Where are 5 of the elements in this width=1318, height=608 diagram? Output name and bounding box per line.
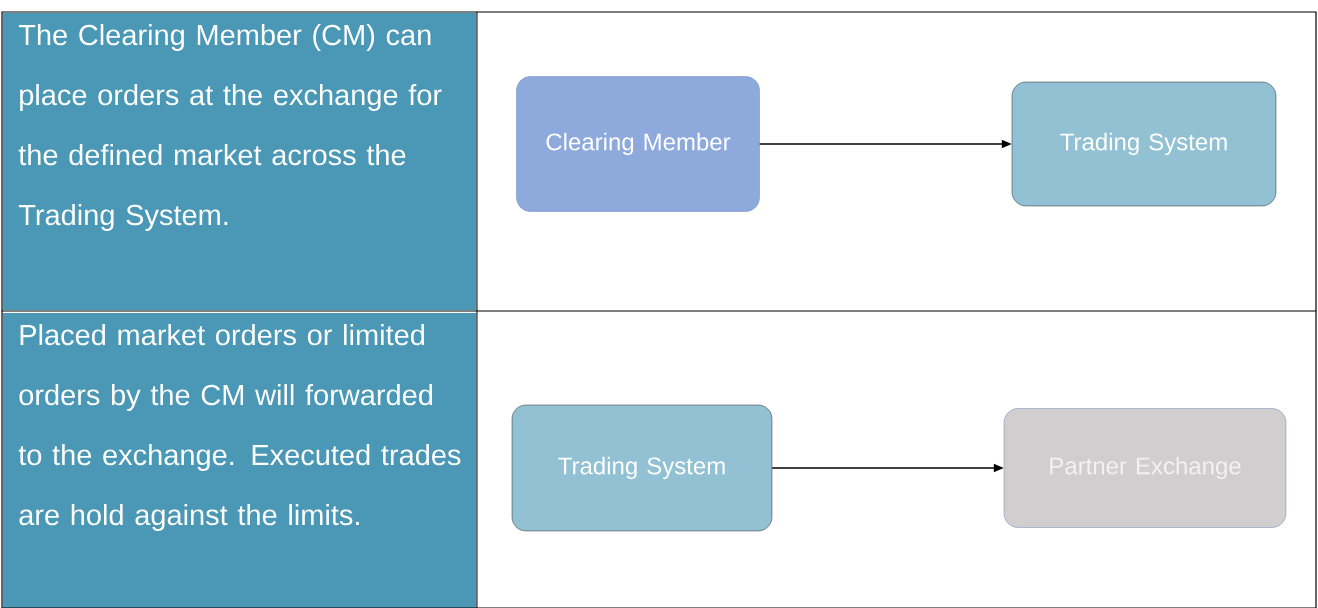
process-box: Clearing Member	[516, 76, 760, 212]
process-box: Trading System	[511, 404, 773, 532]
cell-text: Placed market orders or limited orders by the CM will forwarded to the exchange. Executed trades are hold against the limits.	[18, 323, 461, 531]
cell-text: The Clearing Member (CM) can place orders at the exchange for the defined market across the Trading System.	[18, 24, 442, 231]
process-box: Trading System	[1011, 81, 1277, 207]
